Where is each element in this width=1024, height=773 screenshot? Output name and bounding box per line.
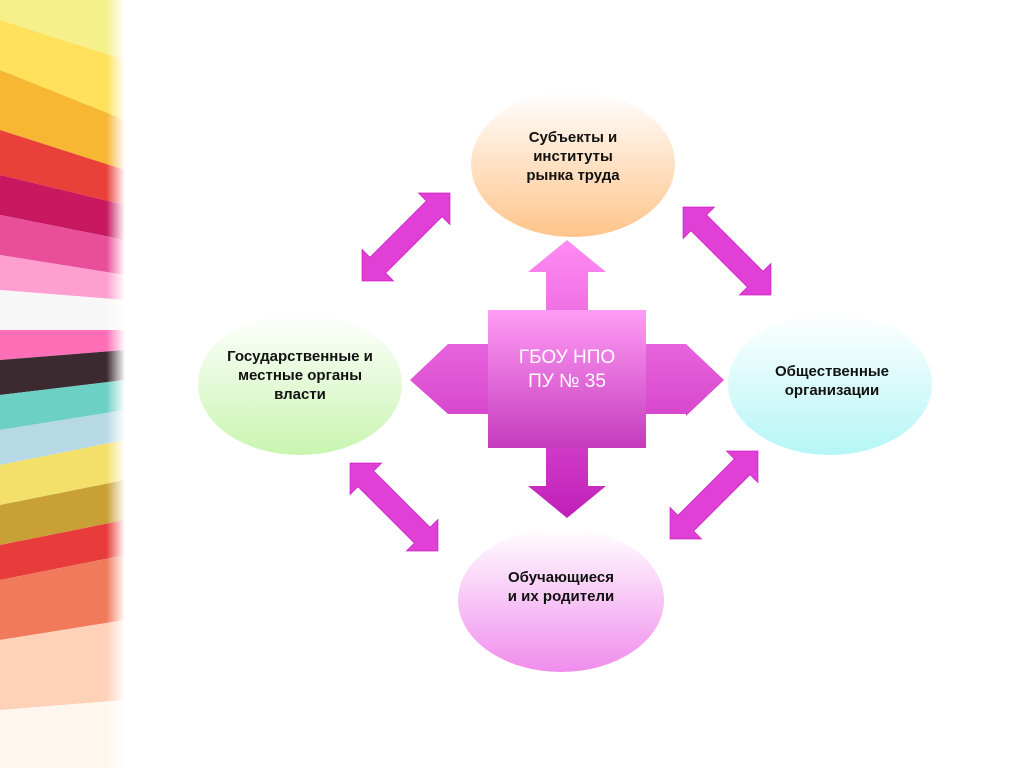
center-cross-arrow — [410, 240, 724, 518]
side-image — [0, 0, 125, 768]
node-left — [198, 313, 402, 455]
center-box — [488, 310, 646, 448]
node-label-top: Субъекты и институты рынка труда — [526, 129, 620, 184]
node-label-left: Государственные и местные органы власти — [227, 348, 373, 403]
arrow-bottom-right — [669, 450, 759, 540]
center-label: ГБОУ НПО ПУ № 35 — [518, 347, 616, 392]
arrow-top-left — [361, 192, 451, 282]
node-label-bottom: Обучающиеся и их родители — [507, 569, 615, 605]
node-top — [471, 91, 675, 237]
arrow-bottom-left — [349, 462, 439, 552]
arrow-top-right — [682, 206, 772, 296]
node-right — [728, 313, 932, 455]
node-label-right: Общественные организации — [774, 363, 890, 399]
node-bottom — [458, 528, 664, 672]
